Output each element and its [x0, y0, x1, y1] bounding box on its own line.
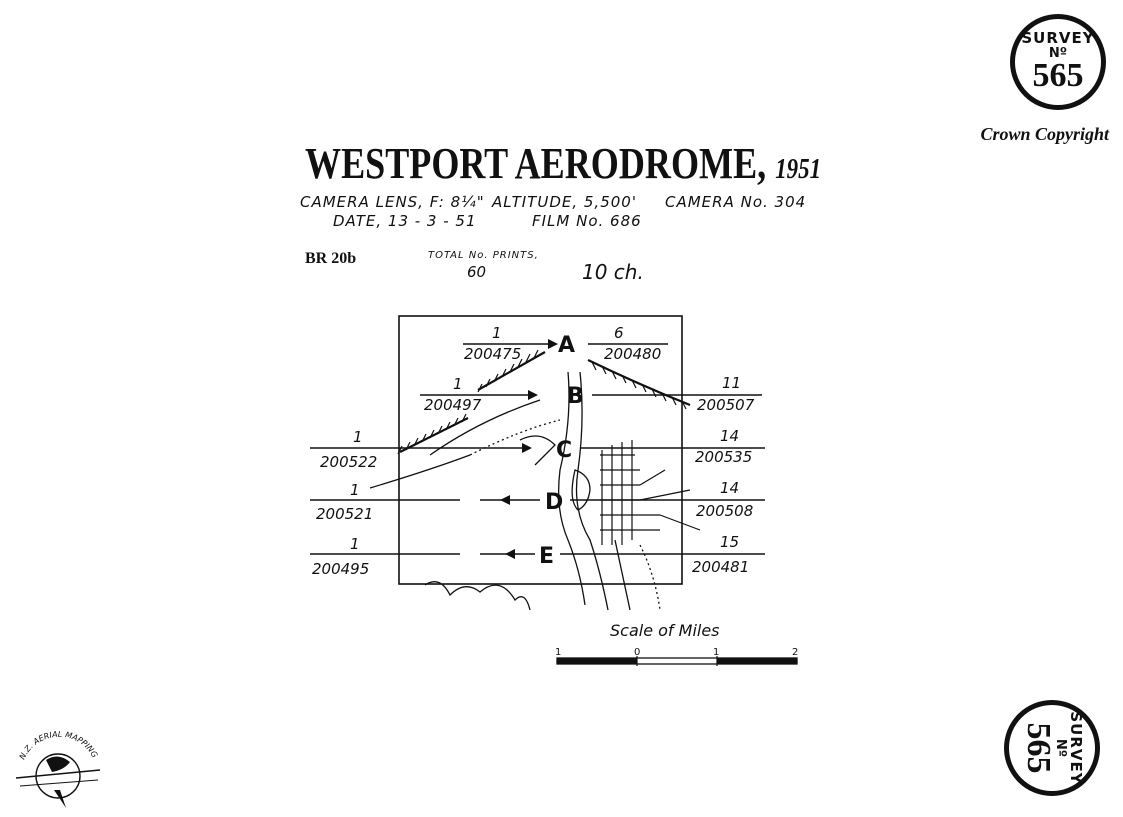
run-a-arrow-icon: [548, 339, 558, 349]
map-title-year: 1951: [775, 154, 822, 185]
chain-scale: 10 ch.: [582, 260, 644, 284]
run-d-right-photo: 200508: [696, 502, 753, 520]
map-title-main: WESTPORT AERODROME,: [305, 139, 767, 188]
camera-number: CAMERA No. 304: [665, 193, 807, 211]
stamp-survey-number: 565: [1032, 57, 1084, 94]
film-number: FILM No. 686: [532, 212, 642, 230]
run-c-right-photo: 200535: [695, 448, 752, 466]
run-d-right-count: 14: [720, 479, 739, 497]
scale-bar: 1 0 1 2: [555, 647, 798, 666]
stream-a: [519, 435, 556, 466]
photo-date: DATE, 13 - 3 - 51: [333, 212, 477, 230]
run-b-letter: B: [567, 384, 584, 409]
scale-tick-0: 0: [634, 647, 640, 658]
svg-text:N.Z. AERIAL MAPPING LTD.: N.Z. AERIAL MAPPING LTD.: [0, 0, 101, 761]
run-e-right-count: 15: [720, 533, 739, 551]
run-a-left-photo: 200475: [464, 345, 521, 363]
crown-copyright: Crown Copyright: [980, 124, 1109, 144]
coast-south: [424, 581, 531, 611]
run-b-left-start: 1: [453, 375, 463, 393]
total-prints-label: TOTAL No. PRINTS,: [428, 250, 539, 261]
run-a-left-start: 1: [492, 324, 502, 342]
railway-west: [469, 419, 561, 456]
road-south: [614, 539, 631, 611]
run-c-left-photo: 200522: [320, 453, 377, 471]
survey-stamp-bottom: SURVEY Nº 565: [1004, 700, 1100, 796]
camera-lens: CAMERA LENS, F: 8¼": [300, 193, 485, 211]
road-west: [369, 454, 471, 489]
run-a-right-count: 6: [614, 324, 624, 342]
run-d-left-start: 1: [350, 481, 360, 499]
railway-south: [639, 544, 661, 611]
run-a-right-photo: 200480: [604, 345, 661, 363]
run-b-left-photo: 200497: [424, 396, 482, 414]
scale-tick-2: 2: [792, 647, 798, 658]
run-d-arrow-icon: [500, 495, 510, 505]
run-d-letter: D: [545, 490, 563, 515]
road-northwest: [429, 399, 541, 456]
reference-code: BR 20b: [305, 250, 357, 267]
run-e-left-photo: 200495: [312, 560, 369, 578]
scale-tick-1-left: 1: [555, 647, 561, 658]
map-title: WESTPORT AERODROME, 1951: [305, 138, 821, 189]
run-c-arrow-icon: [522, 443, 532, 453]
survey-stamp-top: SURVEY Nº 565: [1010, 14, 1106, 110]
scale-tick-1: 1: [713, 647, 719, 658]
ridge-hachure-upper-left: [477, 351, 546, 391]
river-main: [558, 371, 586, 606]
airfield-outline: [571, 469, 591, 511]
stamp-number-abbrev: Nº: [1048, 46, 1068, 61]
run-c-right-count: 14: [720, 427, 739, 445]
ridge-hachure-left: [399, 417, 469, 453]
ridge-hachure-right: [587, 359, 691, 407]
run-e-letter: E: [539, 544, 554, 569]
run-e-left-start: 1: [350, 535, 360, 553]
run-c-letter: C: [556, 438, 572, 463]
stamp-survey-label: SURVEY: [1021, 29, 1095, 47]
run-e-arrow-icon: [505, 549, 515, 559]
run-a-letter: A: [558, 333, 575, 358]
town-grid: [600, 440, 701, 545]
run-b-arrow-icon: [528, 390, 538, 400]
logo-text: N.Z. AERIAL MAPPING LTD.: [0, 0, 101, 761]
scale-label: Scale of Miles: [610, 621, 720, 640]
altitude: ALTITUDE, 5,500': [492, 193, 637, 211]
river-bank: [575, 371, 609, 611]
run-b-right-count: 11: [722, 374, 741, 392]
run-c-left-start: 1: [353, 428, 363, 446]
total-prints-value: 60: [467, 263, 487, 281]
aerial-mapping-logo-icon: N.Z. AERIAL MAPPING LTD.: [0, 0, 101, 808]
run-d-left-photo: 200521: [316, 505, 373, 523]
stamp-bottom-survey-label: SURVEY: [1067, 711, 1085, 785]
coverage-boundary: [398, 315, 683, 585]
run-b-right-photo: 200507: [697, 396, 755, 414]
stamp-bottom-survey-number: 565: [1020, 722, 1057, 774]
run-e-right-photo: 200481: [692, 558, 749, 576]
